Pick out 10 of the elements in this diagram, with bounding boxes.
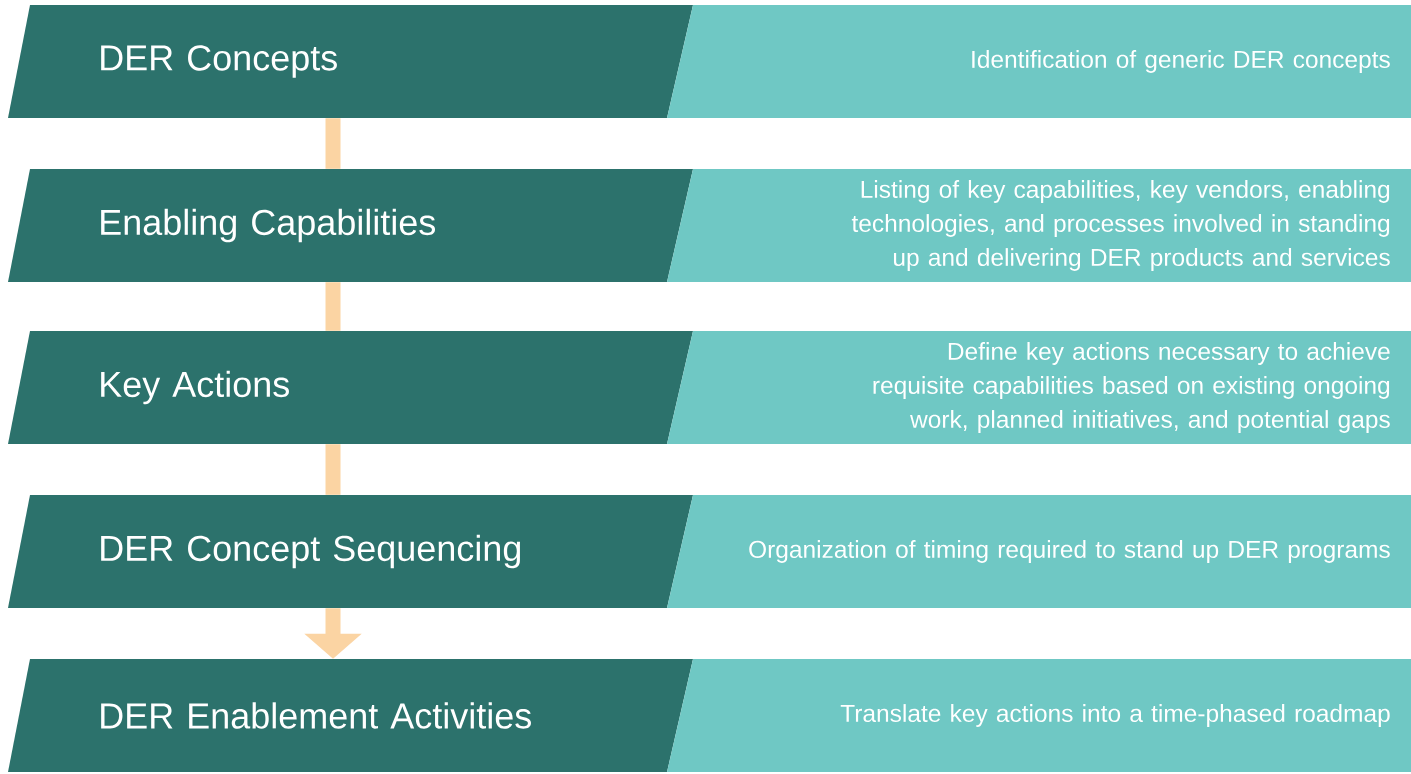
step-banner: DER Enablement Activities: [8, 659, 693, 772]
description-panel: Organization of timing required to stand up DER programs: [667, 495, 1411, 608]
step-banner: Enabling Capabilities: [8, 169, 693, 282]
description-panel: Define key actions necessary to achieve requisite capabilities based on existing ongoing work, planned initiatives, and potential gaps: [667, 331, 1411, 444]
description-panel: Translate key actions into a time-phased roadmap: [667, 659, 1411, 772]
description-panel: Identification of generic DER concepts: [667, 5, 1411, 118]
step-banner: DER Concepts: [8, 5, 693, 118]
step-banner: Key Actions: [8, 331, 693, 444]
description-panel: Listing of key capabilities, key vendors, enabling technologies, and processes involved in standing up and delivering DER products and services: [667, 169, 1411, 282]
step-banner: DER Concept Sequencing: [8, 495, 693, 608]
